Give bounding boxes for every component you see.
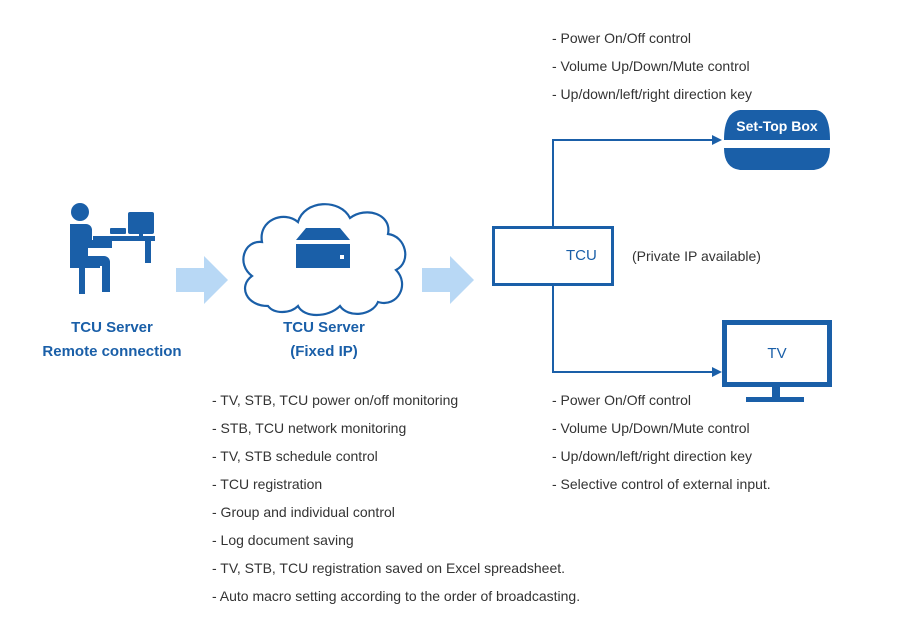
tv-feature-list: - Power On/Off control - Volume Up/Down/… bbox=[552, 386, 771, 498]
arrowhead-stb bbox=[712, 135, 722, 145]
list-item: - TV, STB schedule control bbox=[212, 448, 378, 464]
list-item: - TCU registration bbox=[212, 476, 323, 492]
workstation-user-icon bbox=[70, 203, 155, 294]
stb-feature-list: - Power On/Off control - Volume Up/Down/… bbox=[552, 24, 752, 108]
list-item: - Power On/Off control bbox=[552, 392, 692, 408]
list-item: - Auto macro setting according to the or… bbox=[212, 588, 581, 604]
list-item: - Group and individual control bbox=[212, 504, 395, 520]
list-item: - TV, STB, TCU power on/off monitoring bbox=[212, 392, 459, 408]
flow-arrow-2 bbox=[422, 256, 474, 304]
set-top-box-label: Set-Top Box bbox=[736, 118, 818, 134]
server-feature-list: - TV, STB, TCU power on/off monitoring -… bbox=[212, 386, 580, 610]
tv-label: TV bbox=[767, 345, 787, 362]
flow-arrow-1 bbox=[176, 256, 228, 304]
list-item: - Power On/Off control bbox=[552, 30, 692, 46]
list-item: - Selective control of external input. bbox=[552, 476, 771, 492]
remote-connection-label: TCU Server Remote connection bbox=[22, 316, 202, 364]
server-label-line2: (Fixed IP) bbox=[290, 343, 358, 360]
list-item: - Up/down/left/right direction key bbox=[552, 86, 752, 102]
cloud-server-icon bbox=[242, 203, 407, 317]
list-item: - Up/down/left/right direction key bbox=[552, 448, 752, 464]
remote-label-line2: Remote connection bbox=[42, 343, 182, 360]
server-label: TCU Server (Fixed IP) bbox=[234, 316, 414, 364]
list-item: - Volume Up/Down/Mute control bbox=[552, 58, 750, 74]
tcu-label: TCU bbox=[566, 247, 597, 264]
tcu-connector-lines bbox=[552, 139, 712, 373]
list-item: - STB, TCU network monitoring bbox=[212, 420, 407, 436]
set-top-box-icon bbox=[724, 110, 830, 170]
tcu-note: (Private IP available) bbox=[632, 248, 761, 264]
tcu-device-box bbox=[492, 226, 614, 286]
server-label-line1: TCU Server bbox=[283, 319, 365, 336]
list-item: - TV, STB, TCU registration saved on Exc… bbox=[212, 560, 566, 576]
remote-label-line1: TCU Server bbox=[71, 319, 153, 336]
arrowhead-tv bbox=[712, 367, 722, 377]
tv-icon bbox=[722, 320, 832, 402]
list-item: - Volume Up/Down/Mute control bbox=[552, 420, 750, 436]
list-item: - Log document saving bbox=[212, 532, 354, 548]
